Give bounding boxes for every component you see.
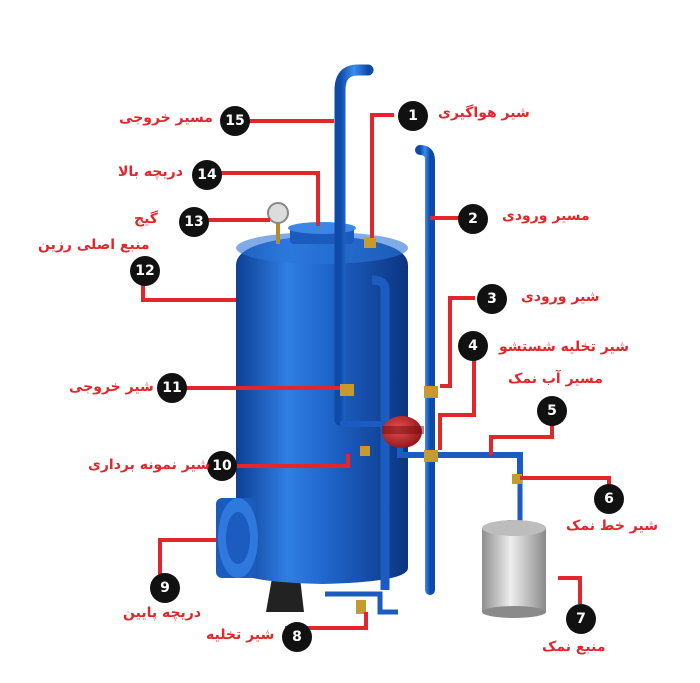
drain-pipe	[325, 591, 398, 615]
callout-label-1: شیر هواگیری	[438, 105, 530, 121]
internal-pipe	[371, 275, 390, 590]
leader-line-5	[489, 421, 554, 455]
leader-line-4	[438, 355, 476, 450]
tank-base	[266, 578, 304, 612]
callout-badge-1: 1	[398, 101, 428, 131]
callout-label-6: شیر خط نمک	[566, 518, 658, 534]
callout-label-12: منبع اصلی رزین	[38, 237, 150, 253]
callout-label-13: گیج	[134, 211, 158, 227]
leader-line-1	[370, 113, 394, 238]
air-vent-valve	[364, 238, 376, 248]
callout-label-11: شیر خروجی	[69, 379, 154, 395]
callout-label-8: شیر تخلیه	[206, 627, 275, 643]
callout-badge-6: 6	[594, 484, 624, 514]
callout-badge-4: 4	[458, 331, 488, 361]
callout-badge-13: 13	[179, 207, 209, 237]
leader-line-14	[220, 171, 320, 226]
inlet-valve	[424, 386, 438, 398]
callout-badge-3: 3	[477, 284, 507, 314]
drain-valve	[356, 600, 366, 614]
control-valve	[382, 416, 424, 448]
outlet-pipe	[334, 64, 374, 426]
callout-label-10: شیر نمونه برداری	[88, 457, 210, 473]
callout-label-15: مسیر خروجی	[119, 110, 213, 126]
callout-badge-7: 7	[566, 604, 596, 634]
callout-badge-2: 2	[458, 204, 488, 234]
leader-line-3	[440, 296, 475, 388]
callout-label-4: شیر تخلیه شستشو	[499, 339, 629, 355]
inlet-pipe	[415, 145, 435, 595]
leader-line-9	[158, 538, 216, 583]
leader-line-10	[224, 454, 350, 468]
callout-label-14: دریچه بالا	[118, 164, 183, 180]
salt-tank	[482, 520, 546, 618]
leader-lines	[141, 113, 611, 630]
callout-badge-9: 9	[150, 573, 180, 603]
leader-line-7	[558, 576, 582, 604]
callout-label-3: شیر ورودی	[521, 289, 600, 305]
callout-badge-10: 10	[207, 451, 237, 481]
callout-badge-14: 14	[192, 160, 222, 190]
callout-label-7: منبع نمک	[542, 639, 606, 655]
callout-badge-11: 11	[157, 373, 187, 403]
callout-label-9: دریچه پایین	[123, 605, 202, 621]
brine-line	[507, 480, 523, 528]
top-manhole	[288, 222, 356, 244]
outlet-valve	[340, 384, 354, 396]
callout-badge-5: 5	[537, 396, 567, 426]
pressure-gauge	[267, 202, 289, 244]
callout-badge-15: 15	[220, 106, 250, 136]
callout-badge-12: 12	[130, 256, 160, 286]
backwash-drain-valve	[424, 450, 438, 462]
callout-badge-8: 8	[282, 622, 312, 652]
header-pipes	[340, 421, 523, 480]
bottom-manhole	[216, 498, 258, 578]
leader-line-8	[285, 612, 368, 630]
sampling-valve	[360, 446, 370, 456]
callout-label-5: مسیر آب نمک	[508, 371, 603, 387]
brine-line-valve	[512, 474, 522, 484]
callout-label-2: مسیر ورودی	[502, 208, 590, 224]
